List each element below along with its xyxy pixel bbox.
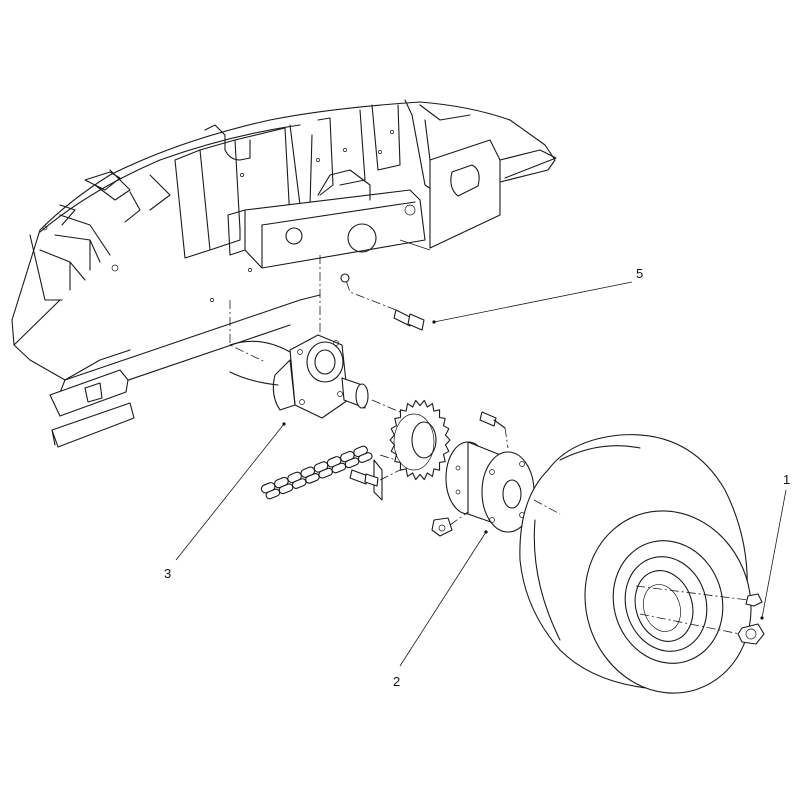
sprocket-bore <box>411 421 437 459</box>
sprocket-teeth <box>389 399 451 481</box>
chain-link <box>357 452 373 463</box>
callout-3: 3 <box>164 422 286 581</box>
callout-2: 2 <box>393 530 488 689</box>
callout-label-2: 2 <box>393 674 400 689</box>
flange-bolt <box>345 279 425 331</box>
sprocket-bolt <box>349 469 401 487</box>
wheel-tire <box>519 434 765 694</box>
drive-chain <box>260 445 383 501</box>
sprocket-hub-ring <box>393 413 435 471</box>
callout-5: 5 <box>432 266 643 324</box>
callout-label-5: 5 <box>636 266 643 281</box>
callout-label-1: 1 <box>783 472 790 487</box>
callout-1: 1 <box>760 472 790 620</box>
bearing-housing <box>229 334 401 419</box>
chassis-frame <box>11 99 557 448</box>
wheel-hub <box>379 411 535 537</box>
sprocket <box>389 399 451 481</box>
callout-label-3: 3 <box>164 566 171 581</box>
